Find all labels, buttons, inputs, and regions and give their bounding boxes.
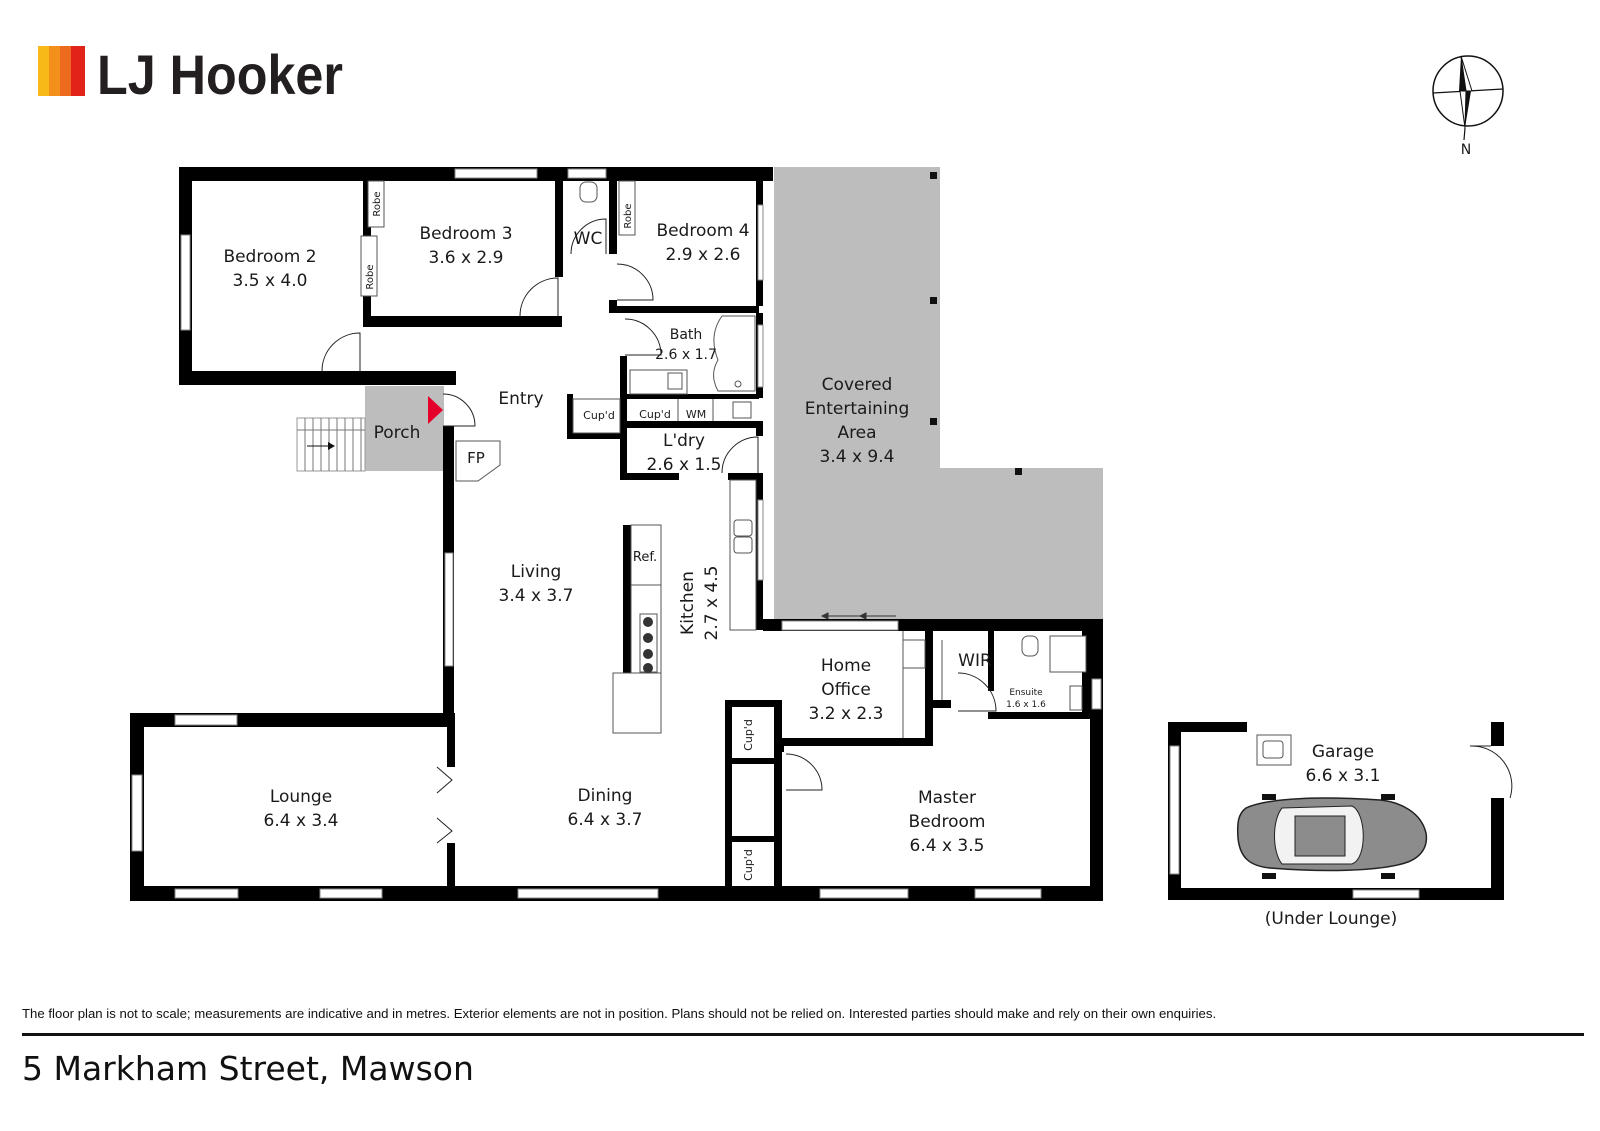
covered-area-line-3: Area <box>837 423 876 443</box>
covered-entertaining-area <box>774 167 1103 621</box>
fp-name: FP <box>467 449 485 467</box>
windows <box>131 168 1420 899</box>
bedroom-3-size: 3.6 x 2.9 <box>429 248 504 268</box>
laundry-size: 2.6 x 1.5 <box>647 455 722 475</box>
fixture-labels: Robe Robe Robe Cup'd Cup'd WM Ref. Cup'd… <box>365 191 755 880</box>
logo-stripe-1 <box>38 46 49 96</box>
garage-size: 6.6 x 3.1 <box>1306 766 1381 786</box>
lounge-size: 6.4 x 3.4 <box>264 811 339 831</box>
cupboard-label: Cup'd <box>742 719 755 751</box>
kitchen-name: Kitchen <box>678 571 698 635</box>
robe-label: Robe <box>372 191 383 216</box>
logo-stripe-4 <box>71 46 85 96</box>
cupboard-label: Cup'd <box>639 408 671 421</box>
entry-marker-icon <box>428 396 443 424</box>
brand-logo: LJ Hooker <box>38 43 343 106</box>
ensuite-name: Ensuite <box>1009 688 1043 698</box>
home-office-size: 3.2 x 2.3 <box>809 704 884 724</box>
living-name: Living <box>511 562 562 582</box>
robe-label: Robe <box>365 264 376 289</box>
brand-name: LJ Hooker <box>97 43 343 106</box>
home-office-line-2: Office <box>821 680 871 700</box>
entry-name: Entry <box>498 389 543 409</box>
wir-name: WIR <box>958 651 992 671</box>
robe-label: Robe <box>623 203 634 228</box>
master-line-2: Bedroom <box>909 812 986 832</box>
compass-icon: N <box>1432 55 1504 158</box>
bedroom-4-size: 2.9 x 2.6 <box>666 245 741 265</box>
bath-size: 2.6 x 1.7 <box>655 347 717 363</box>
disclaimer-text: The floor plan is not to scale; measurem… <box>22 1006 1217 1021</box>
porch-steps <box>296 417 366 472</box>
dining-size: 6.4 x 3.7 <box>568 810 643 830</box>
garage-note: (Under Lounge) <box>1265 909 1398 929</box>
sliding-door-arrows <box>820 612 896 620</box>
kitchen-size: 2.7 x 4.5 <box>702 566 722 641</box>
covered-area-line-1: Covered <box>822 375 893 395</box>
property-address: 5 Markham Street, Mawson <box>22 1049 474 1088</box>
fridge-label: Ref. <box>633 550 657 565</box>
master-size: 6.4 x 3.5 <box>910 836 985 856</box>
porch-name: Porch <box>374 423 421 443</box>
bedroom-3-name: Bedroom 3 <box>419 224 512 244</box>
home-office-line-1: Home <box>821 656 871 676</box>
compass-north-label: N <box>1461 142 1471 158</box>
dining-name: Dining <box>578 786 633 806</box>
footer-divider <box>22 1033 1584 1036</box>
car-icon <box>1236 794 1428 879</box>
washing-machine-label: WM <box>686 408 706 421</box>
cupboard-label: Cup'd <box>742 849 755 881</box>
master-line-1: Master <box>918 788 976 808</box>
cupboard-label: Cup'd <box>583 409 615 422</box>
covered-area-size: 3.4 x 9.4 <box>820 447 895 467</box>
bath-name: Bath <box>670 327 703 343</box>
door-swings <box>321 218 1513 844</box>
laundry-name: L'dry <box>663 431 705 451</box>
bedroom-2-name: Bedroom 2 <box>223 247 316 267</box>
wc-name: WC <box>574 229 603 249</box>
covered-area-line-2: Entertaining <box>805 399 910 419</box>
room-labels: Bedroom 2 3.5 x 4.0 Bedroom 3 3.6 x 2.9 … <box>223 221 1397 929</box>
verandah-posts <box>930 172 1022 475</box>
lounge-name: Lounge <box>270 787 332 807</box>
garage-name: Garage <box>1312 742 1374 762</box>
fixtures <box>360 180 1292 766</box>
bedroom-4-name: Bedroom 4 <box>656 221 749 241</box>
ensuite-size: 1.6 x 1.6 <box>1006 700 1046 710</box>
logo-stripe-2 <box>49 46 60 96</box>
bedroom-2-size: 3.5 x 4.0 <box>233 271 308 291</box>
living-size: 3.4 x 3.7 <box>499 586 574 606</box>
logo-stripe-3 <box>60 46 71 96</box>
